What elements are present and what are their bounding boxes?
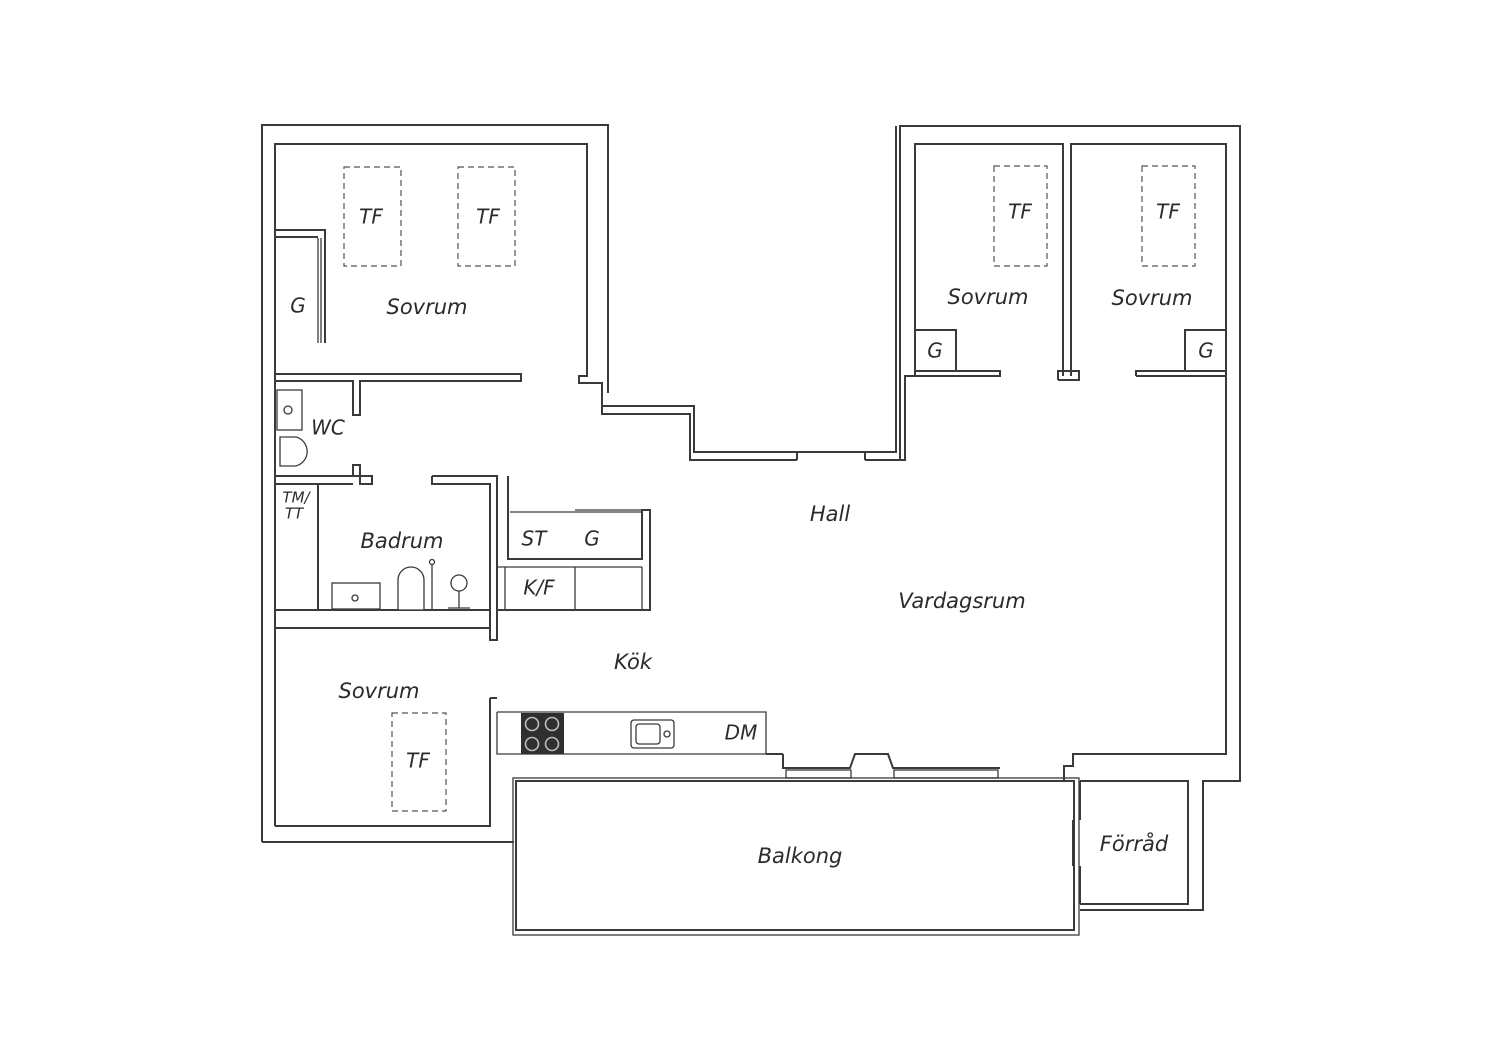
label-sovrum-4: Sovrum	[338, 679, 419, 703]
outer-walls	[261, 124, 1241, 911]
label-g: G	[927, 339, 943, 363]
label-tf: TF	[359, 205, 383, 229]
label-tt: TT	[285, 505, 305, 523]
label-tf: TF	[1156, 200, 1180, 224]
label-forrad: Förråd	[1100, 831, 1169, 856]
balcony	[512, 769, 1080, 936]
label-kf: K/F	[523, 576, 555, 600]
label-g: G	[1198, 339, 1214, 363]
label-dm: DM	[725, 721, 758, 745]
room-labels: Sovrum Sovrum Sovrum Sovrum WC Badrum Ha…	[311, 285, 1192, 868]
label-tf: TF	[406, 749, 430, 773]
kitchen-fixtures	[521, 713, 675, 754]
label-balkong: Balkong	[758, 844, 843, 868]
wc-fixtures	[276, 389, 308, 467]
label-tm: TM/	[282, 489, 311, 507]
label-sovrum-3: Sovrum	[1111, 286, 1192, 310]
label-g: G	[290, 294, 306, 318]
label-hall: Hall	[810, 502, 850, 526]
label-sovrum-1: Sovrum	[386, 295, 467, 319]
label-sovrum-2: Sovrum	[947, 285, 1028, 309]
label-badrum: Badrum	[360, 529, 443, 553]
label-tf: TF	[476, 205, 500, 229]
fixture-labels: TF TF TF TF TF G G G G ST K/F DM TM/ TT	[282, 200, 1213, 773]
label-kok: Kök	[614, 650, 653, 674]
label-wc: WC	[311, 416, 345, 440]
bed-outlines	[343, 165, 1196, 812]
label-g: G	[584, 527, 600, 551]
bathroom-fixtures	[331, 558, 470, 611]
label-vardagsrum: Vardagsrum	[898, 589, 1025, 613]
interior-walls	[275, 229, 1227, 905]
label-st: ST	[522, 527, 549, 551]
label-tf: TF	[1008, 200, 1032, 224]
